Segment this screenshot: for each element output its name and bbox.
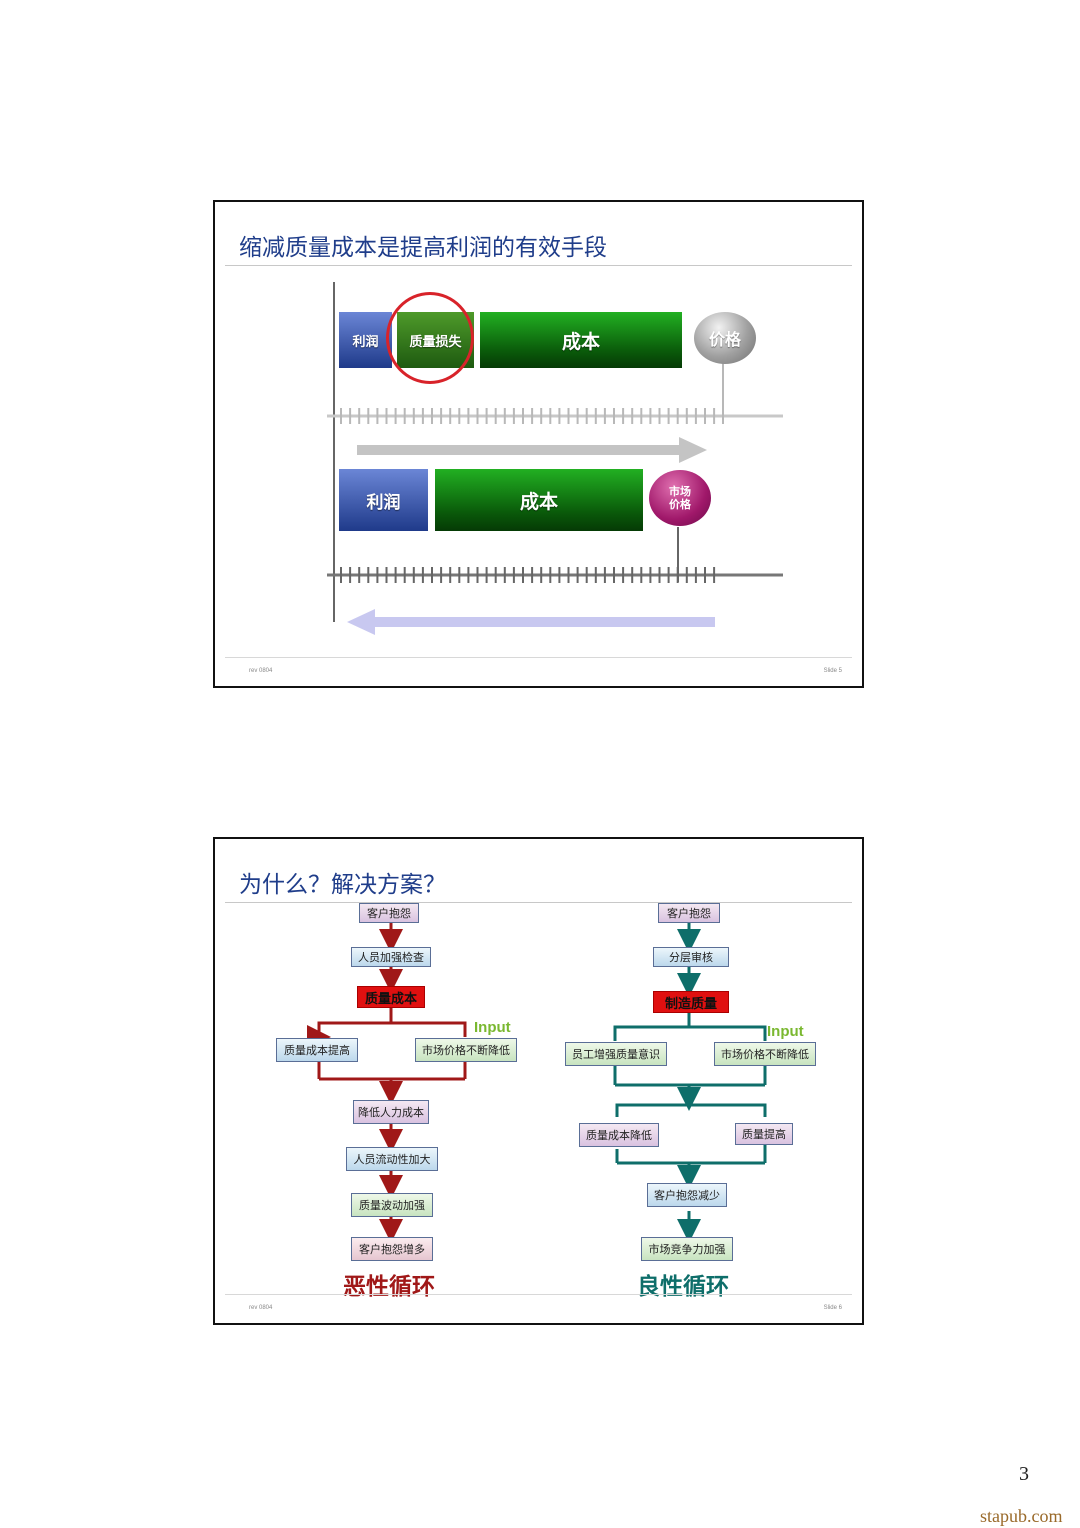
profit-bar-bottom: 利润 <box>339 469 428 531</box>
market-price-line1: 市场 <box>669 485 691 498</box>
highlight-circle <box>386 292 474 384</box>
virtuous-node-competitiveness-up: 市场竞争力加强 <box>641 1237 733 1261</box>
virtuous-node-customer-complaint: 客户抱怨 <box>658 903 720 923</box>
vicious-cycle-label: 恶性循环 <box>343 1274 435 1300</box>
vicious-node-customer-complaint: 客户抱怨 <box>359 903 419 923</box>
vicious-node-more-complaints: 客户抱怨增多 <box>351 1237 433 1261</box>
virtuous-connectors <box>613 923 767 1243</box>
market-price-line2: 价格 <box>669 498 691 511</box>
vicious-node-cut-labor-cost: 降低人力成本 <box>353 1100 429 1124</box>
vicious-node-quality-cost: 质量成本 <box>357 986 425 1008</box>
vicious-node-quality-fluctuation: 质量波动加强 <box>351 1193 433 1217</box>
market-price-ball: 市场 价格 <box>649 470 711 526</box>
flowchart-arrows <box>317 923 767 1243</box>
cost-diagram-graphics <box>327 282 783 635</box>
cost-bar-bottom: 成本 <box>435 469 643 531</box>
watermark: stapub.com <box>980 1506 1063 1526</box>
virtuous-node-fewer-complaints: 客户抱怨减少 <box>647 1183 727 1207</box>
virtuous-input-label: Input <box>767 1023 804 1040</box>
virtuous-node-layered-audit: 分层审核 <box>653 947 729 967</box>
vicious-node-more-inspection: 人员加强检查 <box>351 947 431 967</box>
footer-right: Slide 6 <box>823 1305 842 1311</box>
virtuous-node-market-price-down: 市场价格不断降低 <box>714 1042 816 1066</box>
top-ruler-ticks <box>340 408 716 424</box>
page-number: 3 <box>1019 1463 1029 1485</box>
slide-why-solution: 为什么？解决方案？ <box>213 837 864 1325</box>
footer-divider <box>225 657 852 658</box>
slide-quality-cost: 缩减质量成本是提高利润的有效手段 利润 质量损失 成本 价格 利润 成本 市场 … <box>213 200 864 688</box>
vicious-node-market-price-down: 市场价格不断降低 <box>415 1038 517 1062</box>
title-divider <box>225 265 852 266</box>
virtuous-node-quality-up: 质量提高 <box>735 1123 793 1145</box>
footer-left: rev 0804 <box>249 1305 273 1311</box>
footer-divider <box>225 1294 852 1295</box>
vicious-input-label: Input <box>474 1019 511 1036</box>
virtuous-node-quality-awareness: 员工增强质量意识 <box>565 1042 667 1066</box>
bottom-ruler-ticks <box>340 567 716 583</box>
slide-title: 缩减质量成本是提高利润的有效手段 <box>239 235 607 261</box>
vicious-node-turnover-up: 人员流动性加大 <box>346 1147 438 1171</box>
arrow-left <box>347 609 715 635</box>
profit-bar-top: 利润 <box>339 312 392 368</box>
footer-right: Slide 5 <box>823 668 842 674</box>
arrow-right <box>357 437 707 463</box>
price-ball: 价格 <box>694 312 756 364</box>
vicious-connectors <box>317 923 467 1243</box>
virtuous-node-manufacturing-quality: 制造质量 <box>653 991 729 1013</box>
cost-bar-top: 成本 <box>480 312 682 368</box>
virtuous-node-quality-cost-down: 质量成本降低 <box>579 1123 659 1147</box>
slide-title: 为什么？解决方案？ <box>239 872 446 898</box>
title-divider <box>225 902 852 903</box>
vicious-node-quality-cost-up: 质量成本提高 <box>276 1038 358 1062</box>
footer-left: rev 0804 <box>249 668 273 674</box>
virtuous-cycle-label: 良性循环 <box>637 1274 729 1300</box>
